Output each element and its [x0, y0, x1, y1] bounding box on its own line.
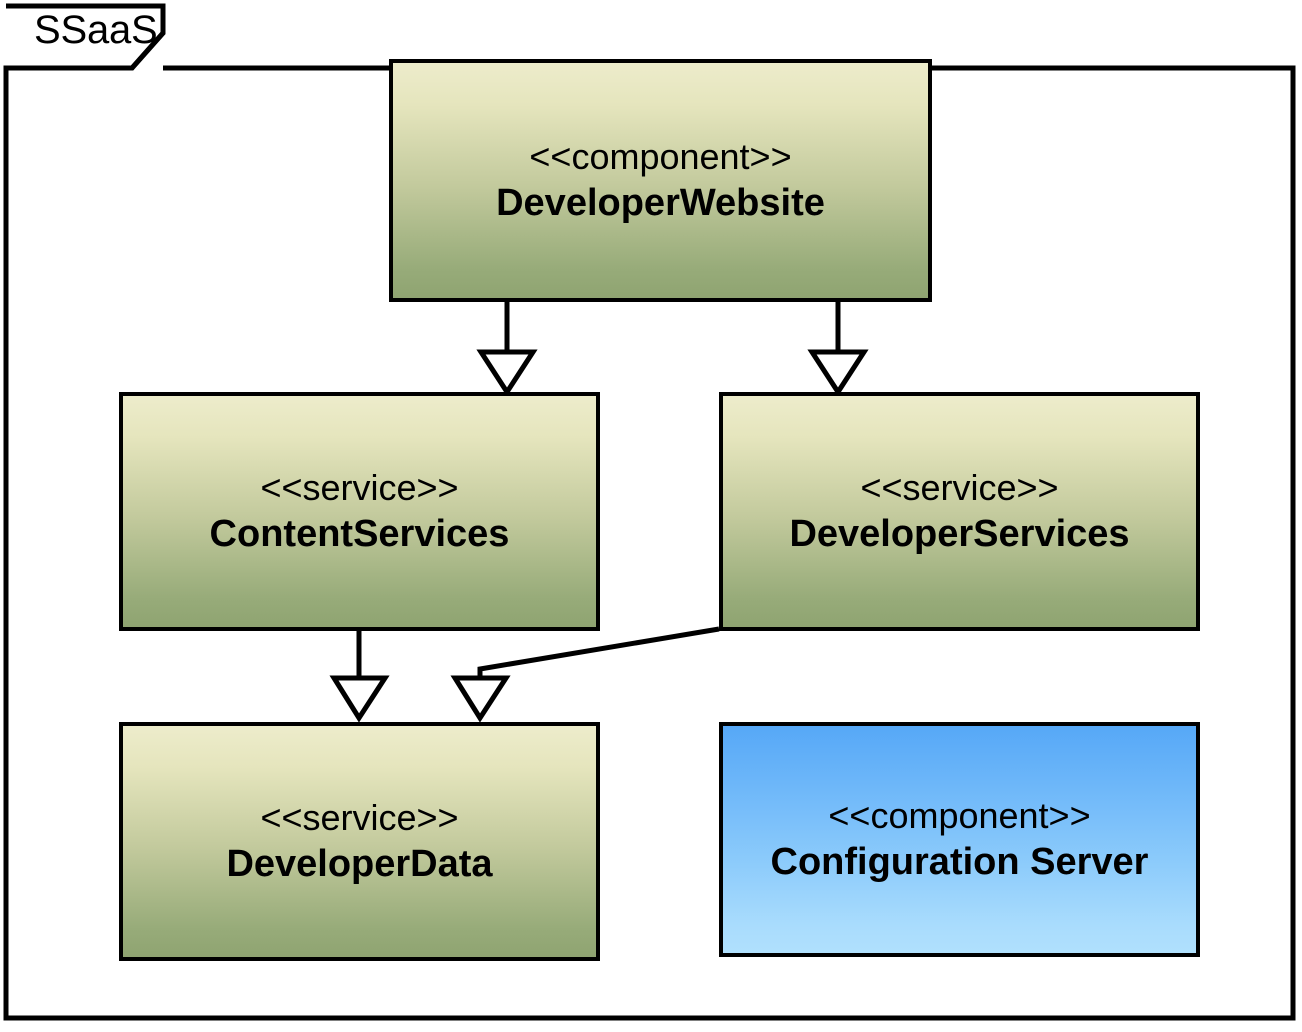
stereotype-label: <<service>> — [260, 466, 459, 508]
stereotype-label: <<service>> — [860, 466, 1059, 508]
stereotype-label: <<component>> — [529, 135, 792, 177]
component-content-services[interactable]: <<service>> ContentServices — [119, 392, 600, 631]
component-name-label: DeveloperWebsite — [496, 181, 825, 224]
component-name-label: Configuration Server — [770, 840, 1149, 883]
package-tab-outline — [6, 3, 166, 71]
edge-developerservices-developerdata — [450, 626, 720, 723]
component-name-label: DeveloperData — [226, 842, 493, 885]
edge-developerwebsite-contentservices — [476, 302, 538, 397]
edge-contentservices-developerdata — [329, 631, 390, 723]
stereotype-label: <<component>> — [828, 794, 1091, 836]
edge-developerwebsite-developerservices — [807, 302, 869, 397]
component-configuration-server[interactable]: <<component>> Configuration Server — [719, 722, 1200, 957]
component-developer-services[interactable]: <<service>> DeveloperServices — [719, 392, 1200, 631]
component-developer-website[interactable]: <<component>> DeveloperWebsite — [389, 59, 932, 302]
component-developer-data[interactable]: <<service>> DeveloperData — [119, 722, 600, 961]
component-name-label: DeveloperServices — [789, 512, 1130, 555]
package-label: SSaaS — [34, 8, 158, 52]
stereotype-label: <<service>> — [260, 796, 459, 838]
component-name-label: ContentServices — [209, 512, 510, 555]
